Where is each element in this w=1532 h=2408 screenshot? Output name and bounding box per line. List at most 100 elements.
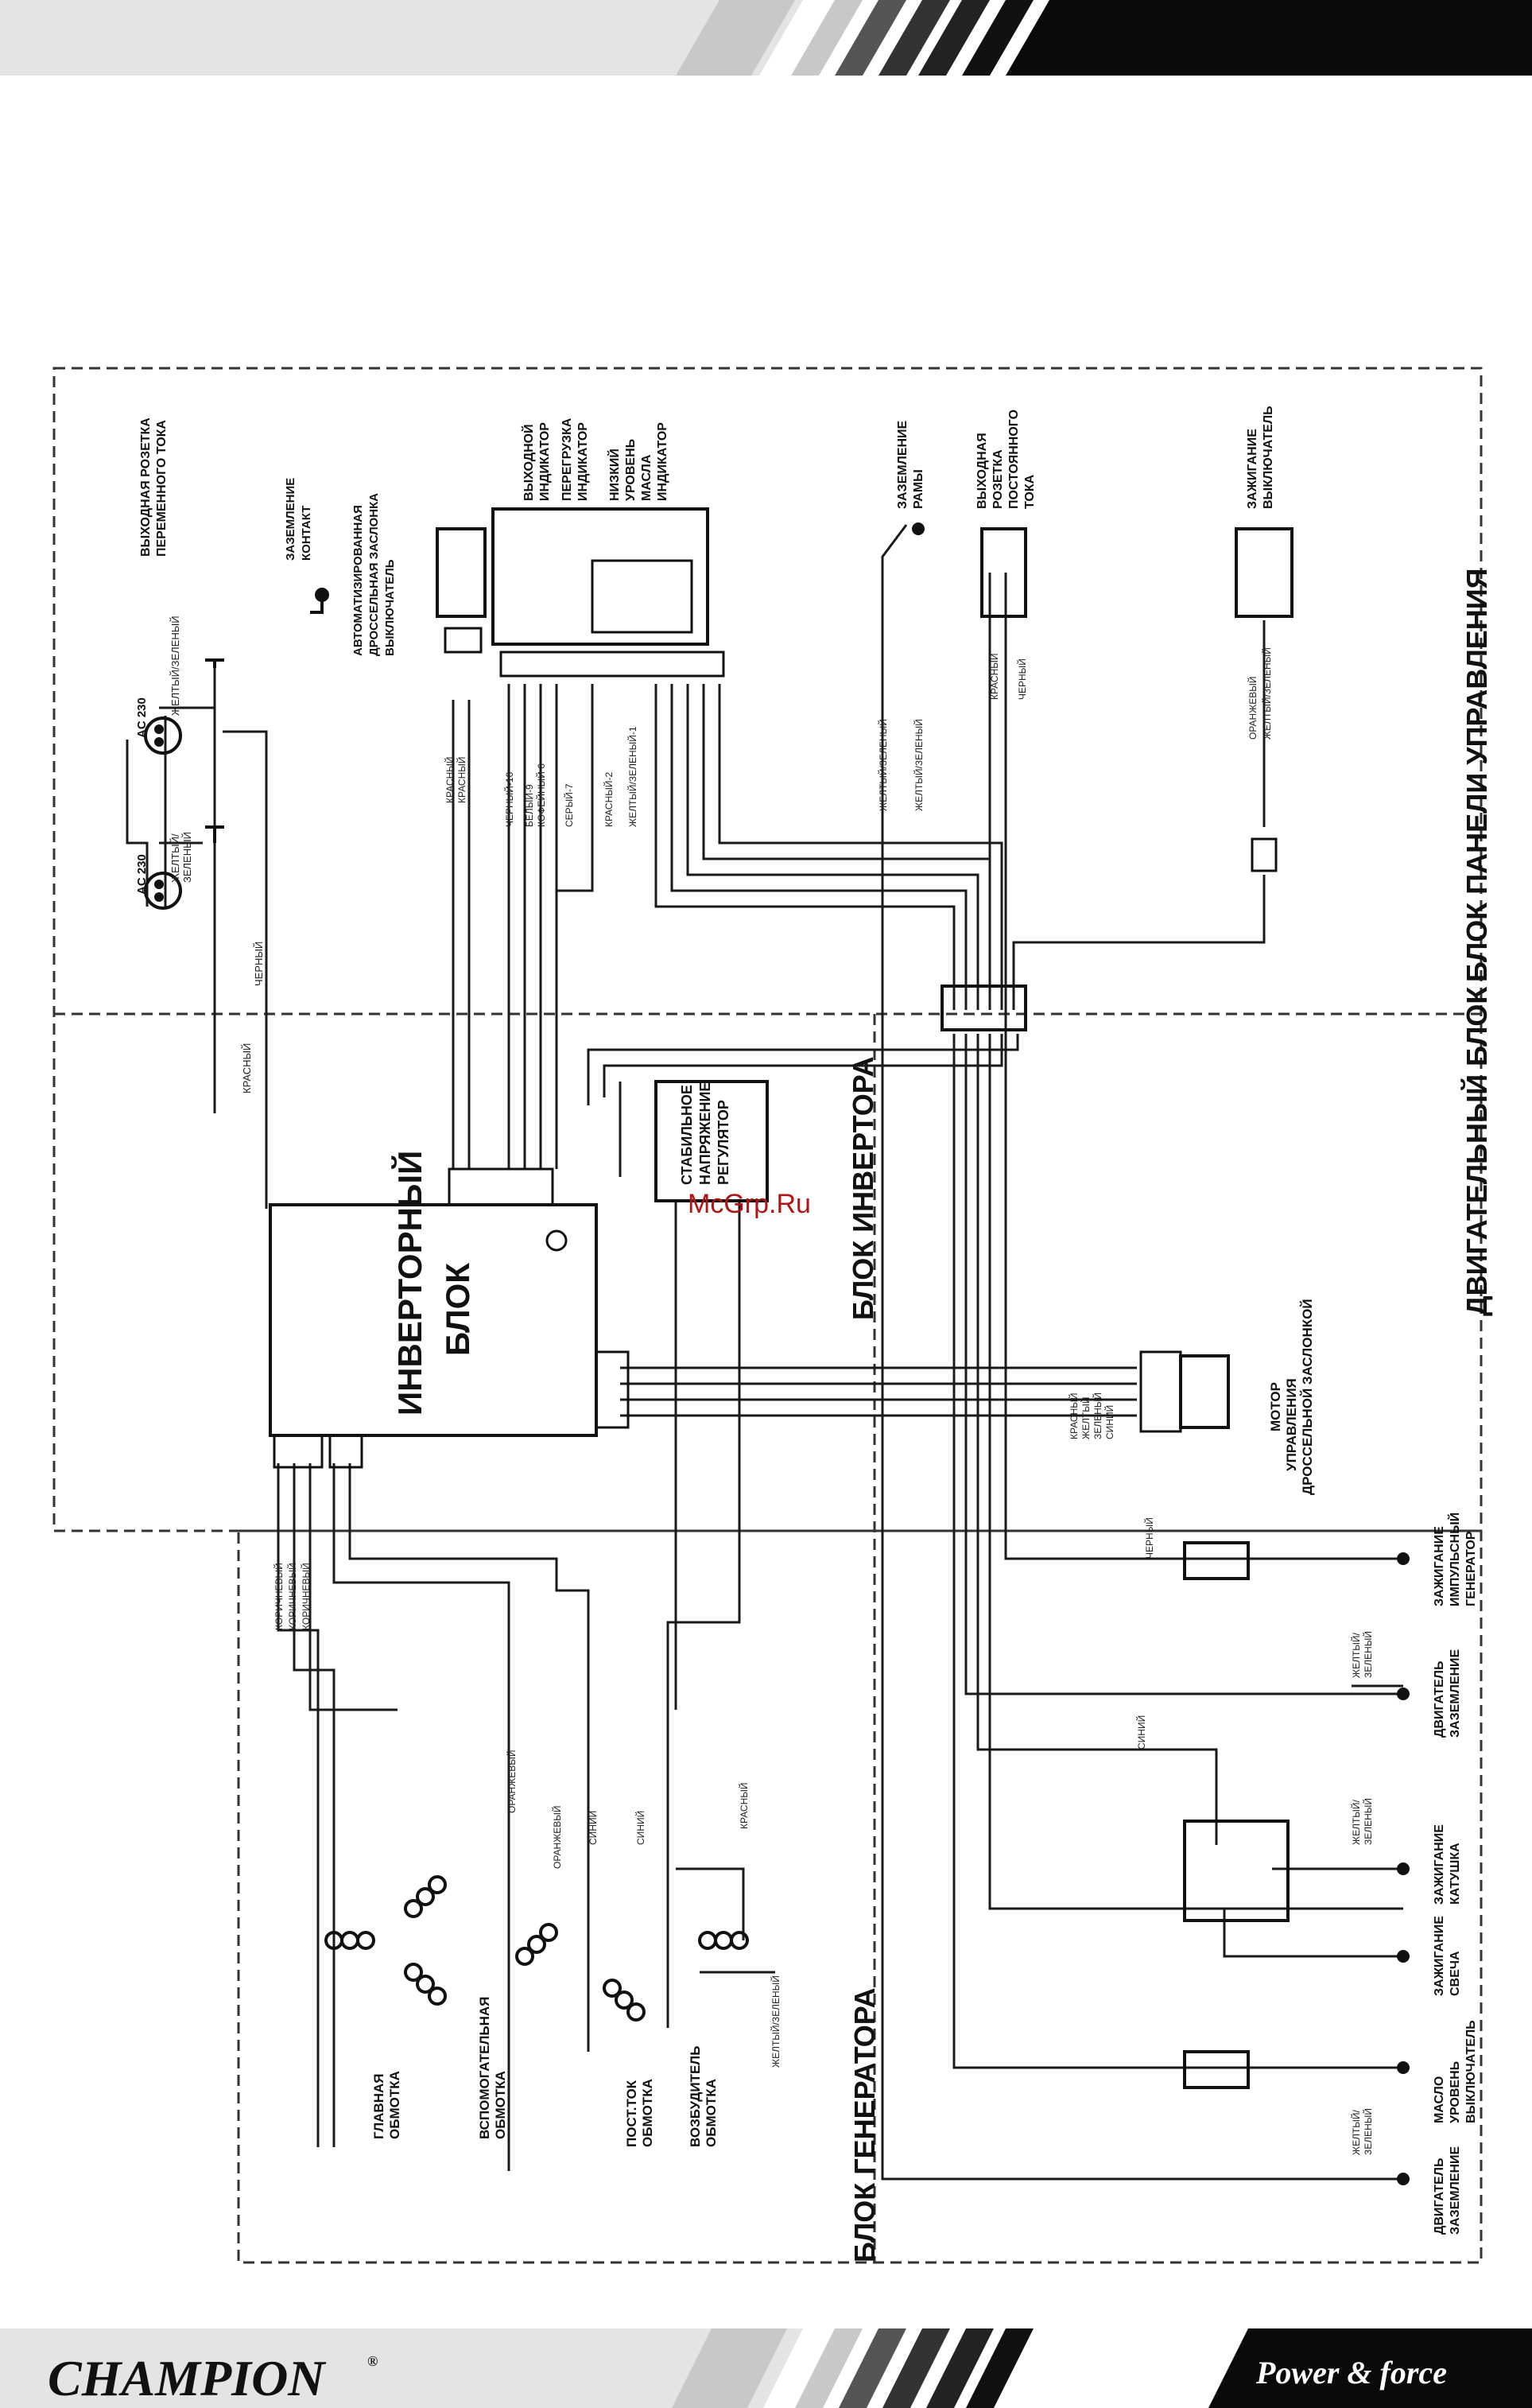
wire-label-yg-coil-b: ЗЕЛЕНЫЙ xyxy=(1362,1798,1374,1845)
inverter-unit-label-2: БЛОК xyxy=(439,1263,476,1356)
dc-outlet-label-1: ВЫХОДНАЯ xyxy=(975,433,989,509)
aux-winding-label-1: ВСПОМОГАТЕЛЬНАЯ xyxy=(477,1997,492,2139)
panel-connector xyxy=(941,985,1027,1031)
wire-label-yg-frame: ЖЕЛТЫЙ/ЗЕЛЕНЫЙ xyxy=(877,719,889,811)
wire-label-brown-1: КОРИЧНЕВЫЙ xyxy=(273,1563,285,1630)
frame-ground-label-1: ЗАЗЕМЛЕНИЕ xyxy=(896,420,910,509)
dc-outlet-label-2: РОЗЕТКА xyxy=(991,449,1005,509)
wire-label-orange-ign: ОРАНЖЕВЫЙ xyxy=(1247,676,1259,740)
choke-switch-label-3: ВЫКЛЮЧАТЕЛЬ xyxy=(383,559,397,656)
aux-winding-label-2: ОБМОТКА xyxy=(493,2071,508,2139)
winding-coils xyxy=(324,1875,749,2022)
wire-label-motor-4: СИНИЙ xyxy=(1103,1405,1115,1439)
indicator-label-2: ИНДИКАТОР xyxy=(538,422,552,501)
wire-label-blue-coil: СИНИЙ xyxy=(1135,1715,1147,1750)
dc-outlet-label-4: ТОКА xyxy=(1023,474,1037,509)
wire-label-yg-frame-2: ЖЕЛТЫЙ/ЗЕЛЕНЫЙ xyxy=(913,719,925,811)
indicators-connector xyxy=(499,651,725,678)
oil-switch-label-2: УРОВЕНЬ xyxy=(1449,2061,1462,2123)
inverter-terminal xyxy=(545,1229,568,1252)
terminal-dots xyxy=(912,522,1410,2185)
ac-label-1: AC 230 xyxy=(135,854,149,895)
throttle-motor-label-1: МОТОР xyxy=(1268,1382,1283,1431)
wire-label-yg-coil-a: ЖЕЛТЫЙ/ xyxy=(1350,1799,1362,1845)
ignition-switch-connector xyxy=(1251,837,1278,872)
regulator-label-2: НАПРЯЖЕНИЕ xyxy=(697,1082,713,1185)
ac-label-2: AC 230 xyxy=(135,697,149,738)
wire-label-yg-eng2a: ЖЕЛТЫЙ/ xyxy=(1350,2109,1362,2155)
block-borders xyxy=(52,367,1483,2264)
ignition-coil-box xyxy=(1183,1820,1290,1922)
throttle-motor-label-3: ДРОССЕЛЬНОЙ ЗАСЛОНКОЙ xyxy=(1300,1299,1315,1495)
header-band xyxy=(0,0,1532,76)
wire-label-yg-eng1a: ЖЕЛТЫЙ/ xyxy=(1350,1632,1362,1678)
regulator-box xyxy=(654,1080,769,1202)
pulse-generator-label-2: ИМПУЛЬСНЫЙ xyxy=(1447,1513,1462,1606)
oil-indicator-box xyxy=(591,559,693,634)
wire-label-yg-eng1b: ЗЕЛЕНЫЙ xyxy=(1362,1631,1374,1678)
engine-ground-1-label-2: ЗАЗЕМЛЕНИЕ xyxy=(1449,1649,1462,1738)
dc-outlet-box xyxy=(980,527,1027,618)
throttle-motor-label-2: УПРАВЛЕНИЯ xyxy=(1284,1378,1299,1471)
indicator-label-6: УРОВЕНЬ xyxy=(624,439,638,501)
inverter-out-connector-1 xyxy=(273,1434,324,1469)
wire-label-black-10: ЧЕРНЫЙ-10 xyxy=(503,771,515,827)
brand-registered-mark: ® xyxy=(367,2353,378,2369)
indicator-label-8: ИНДИКАТОР xyxy=(656,422,669,501)
pulse-generator-label-1: ЗАЖИГАНИЕ xyxy=(1433,1526,1446,1606)
indicator-label-3: ПЕРЕГРУЗКА xyxy=(560,418,574,501)
engine-ground-2-label-2: ЗАЗЕМЛЕНИЕ xyxy=(1449,2146,1462,2235)
engine-ground-1-label-1: ДВИГАТЕЛЬ xyxy=(1433,1661,1446,1738)
wire-label-red-2: КРАСНЫЙ-2 xyxy=(603,771,615,827)
wire-label-orange-2: ОРАНЖЕВЫЙ xyxy=(551,1805,563,1869)
ignition-switch-label-1: ЗАЖИГАНИЕ xyxy=(1246,429,1259,509)
wire-label-brown-3: КОРИЧНЕВЫЙ xyxy=(300,1563,312,1630)
inverter-unit-box xyxy=(269,1203,598,1437)
dc-outlet-label-3: ПОСТОЯННОГО xyxy=(1007,410,1021,509)
oil-switch-label-3: ВЫКЛЮЧАТЕЛЬ xyxy=(1464,2020,1478,2123)
wire-label-yg-eng2b: ЗЕЛЕНЫЙ xyxy=(1362,2108,1374,2155)
ignition-switch-label-2: ВЫКЛЮЧАТЕЛЬ xyxy=(1262,406,1275,509)
inverter-top-connector xyxy=(448,1167,554,1206)
pulse-generator-box xyxy=(1183,1541,1250,1580)
inverter-out-connector-2 xyxy=(328,1434,363,1469)
inverter-motor-connector xyxy=(595,1350,630,1429)
wire-label-black-ac: ЧЕРНЫЙ xyxy=(253,942,265,986)
watermark: McGrp.Ru xyxy=(688,1189,811,1219)
wire-label-orange-1: ОРАНЖЕВЫЙ xyxy=(506,1750,518,1813)
spark-plug-label-2: СВЕЧА xyxy=(1449,1951,1462,1996)
oil-switch-label-1: МАСЛО xyxy=(1433,2076,1446,2123)
wire-label-red-choke: КРАСНЫЙ xyxy=(444,756,456,803)
indicator-label-4: ИНДИКАТОР xyxy=(576,422,590,501)
block-label-generator: БЛОК ГЕНЕРАТОРА xyxy=(848,1987,881,2262)
wire-label-yg-ac-2b: ЗЕЛЕНЫЙ xyxy=(181,832,193,883)
indicator-label-1: ВЫХОДНОЙ xyxy=(521,424,536,501)
dc-winding-label-1: ПОСТ.ТОК xyxy=(624,2080,639,2147)
wire-label-yg-ign: ЖЕЛТЫЙ/ЗЕЛЕНЫЙ xyxy=(1261,647,1273,740)
brand-logo: CHAMPION xyxy=(48,2350,327,2406)
main-winding-label-2: ОБМОТКА xyxy=(387,2071,402,2139)
footer-band: CHAMPION ® Power & force xyxy=(0,2328,1532,2408)
wire-label-blue-1: СИНИЙ xyxy=(587,1811,599,1845)
exciter-winding-label-1: ВОЗБУДИТЕЛЬ xyxy=(688,2046,703,2147)
wire-label-blue-2: СИНИЙ xyxy=(634,1811,646,1845)
frame-ground-label-2: РАМЫ xyxy=(912,469,925,509)
exciter-winding-label-2: ОБМОТКА xyxy=(704,2079,719,2147)
block-label-control-panel: БЛОК ПАНЕЛИ УПРАВЛЕНИЯ xyxy=(1460,569,1493,982)
wire-label-black-pulse: ЧЕРНЫЙ xyxy=(1143,1517,1155,1559)
inverter-unit-label-1: ИНВЕРТОРНЫЙ xyxy=(390,1151,429,1416)
choke-switch-label-1: АВТОМАТИЗИРОВАННАЯ xyxy=(351,505,365,656)
wire-label-yg-ac-2a: ЖЕЛТЫЙ/ xyxy=(169,833,181,883)
wire-label-red-exciter: КРАСНЫЙ xyxy=(738,1782,750,1829)
wire-label-black-dc: ЧЕРНЫЙ xyxy=(1016,658,1028,700)
oil-switch-box xyxy=(1183,2050,1250,2089)
regulator-label-3: РЕГУЛЯТОР xyxy=(716,1100,731,1185)
throttle-motor-connector xyxy=(1139,1350,1182,1433)
throttle-motor-box xyxy=(1179,1354,1230,1429)
choke-switch-box xyxy=(436,527,487,618)
ignition-switch-box xyxy=(1235,527,1293,618)
ground-contact-label-2: КОНТАКТ xyxy=(300,506,313,561)
block-label-inverter: БЛОК ИНВЕРТОРА xyxy=(847,1056,879,1320)
indicators-box xyxy=(491,507,709,646)
ignition-coil-label-2: КАТУШКА xyxy=(1449,1843,1462,1905)
